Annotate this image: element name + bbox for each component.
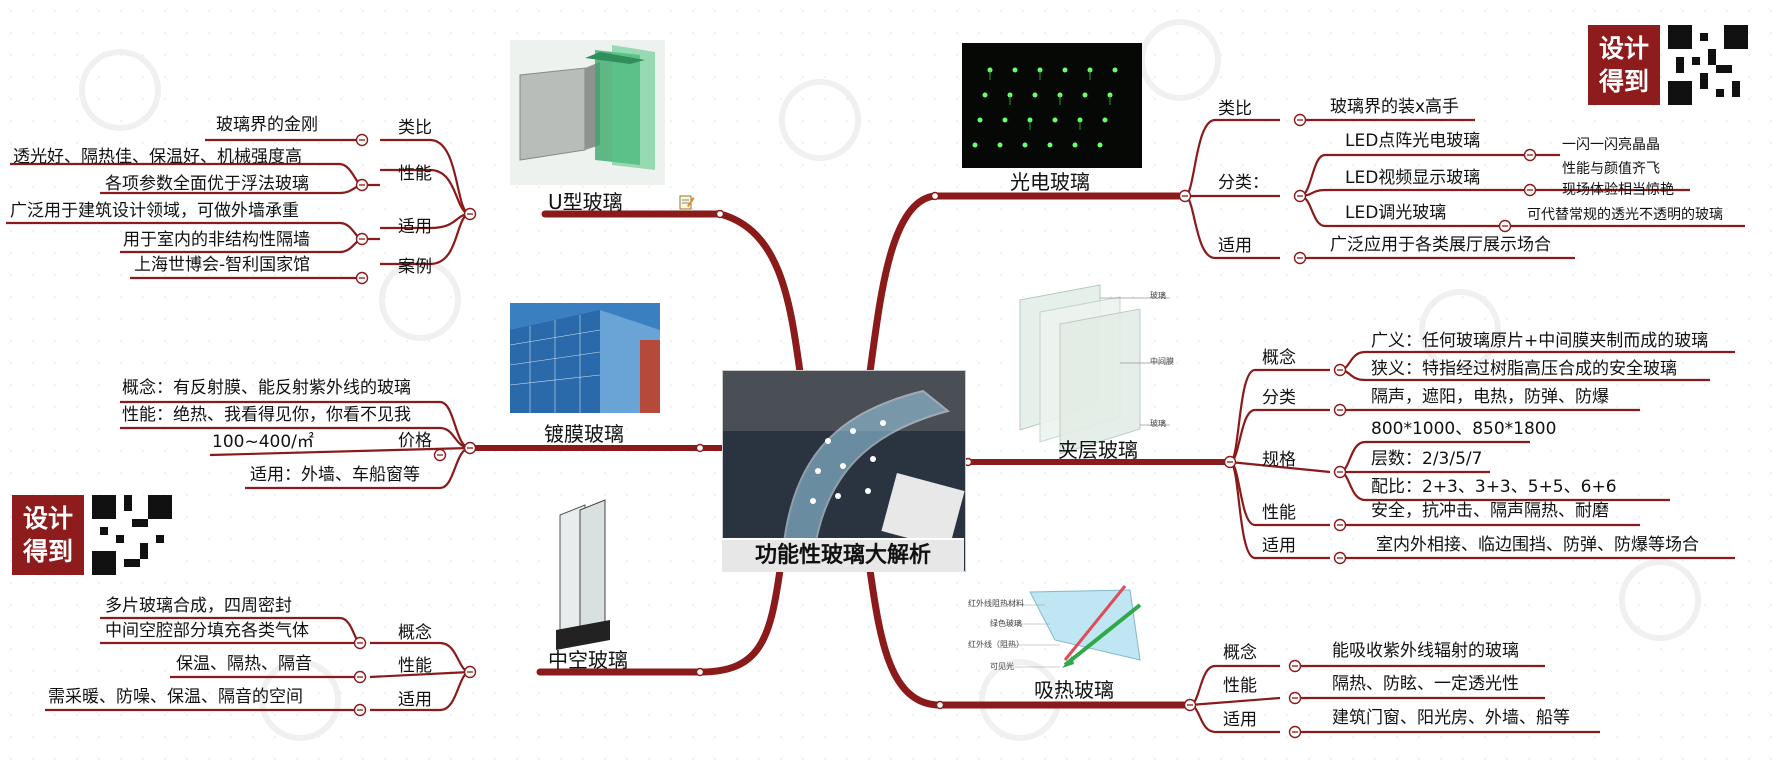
photo-class-3-note[interactable]: 可代替常规的透光不透明的玻璃 bbox=[1527, 207, 1723, 223]
brand-mark: 设计得到 bbox=[12, 495, 84, 575]
branch-photo bbox=[866, 192, 1184, 376]
diagram-label: 红外线阻热材料 bbox=[968, 599, 1024, 608]
topic-coated-glass[interactable]: 镀膜玻璃 bbox=[544, 422, 624, 446]
cat-class[interactable]: 分类 bbox=[1262, 388, 1296, 408]
cat-concept[interactable]: 概念 bbox=[398, 623, 432, 643]
qr-code-icon bbox=[92, 495, 172, 575]
hollow-use[interactable]: 需采暖、防噪、保温、隔音的空间 bbox=[48, 687, 303, 707]
diagram-label: 红外线（阻热） bbox=[968, 640, 1024, 649]
photo-analogy[interactable]: 玻璃界的装x高手 bbox=[1330, 97, 1460, 117]
photo-class-2-note-1[interactable]: 性能与颜值齐飞 bbox=[1562, 161, 1660, 177]
photo-class-3[interactable]: LED调光玻璃 bbox=[1345, 203, 1447, 223]
photo-class-2[interactable]: LED视频显示玻璃 bbox=[1345, 168, 1481, 188]
laminated-spec-1[interactable]: 800*1000、850*1800 bbox=[1371, 419, 1557, 439]
photo-class-1-note[interactable]: 一闪一闪亮晶晶 bbox=[1562, 137, 1660, 153]
laminated-concept-1[interactable]: 广义：任何玻璃原片+中间膜夹制而成的玻璃 bbox=[1371, 331, 1709, 351]
cat-analogy[interactable]: 类比 bbox=[1218, 99, 1252, 119]
hollow-concept-2[interactable]: 中间空腔部分填充各类气体 bbox=[105, 621, 309, 641]
cat-analogy[interactable]: 类比 bbox=[398, 118, 432, 138]
absorb-concept[interactable]: 能吸收紫外线辐射的玻璃 bbox=[1332, 641, 1519, 661]
diagram-label: 玻璃 bbox=[1150, 419, 1166, 428]
coated-price[interactable]: 100~400/㎡ bbox=[212, 432, 314, 452]
u-perf-2[interactable]: 各项参数全面优于浮法玻璃 bbox=[105, 174, 309, 194]
brand-text-1: 设计 bbox=[22, 504, 73, 533]
cat-case[interactable]: 案例 bbox=[398, 257, 432, 277]
topic-absorb-glass[interactable]: 吸热玻璃 bbox=[1034, 678, 1114, 702]
branch-u bbox=[541, 210, 804, 376]
center-title: 功能性玻璃大解析 bbox=[722, 538, 964, 572]
cat-class[interactable]: 分类： bbox=[1218, 173, 1269, 193]
cat-use[interactable]: 适用 bbox=[398, 690, 432, 710]
cat-use[interactable]: 适用 bbox=[1262, 536, 1296, 556]
laminated-spec-2[interactable]: 层数：2/3/5/7 bbox=[1371, 449, 1483, 469]
branch-absorb bbox=[866, 566, 1194, 709]
coated-perf[interactable]: 性能：绝热、我看得见你，你看不见我 bbox=[122, 405, 411, 425]
cat-use[interactable]: 适用 bbox=[1223, 710, 1257, 730]
cat-performance[interactable]: 性能 bbox=[398, 656, 432, 676]
cat-use[interactable]: 适用 bbox=[1218, 236, 1252, 256]
coated-use[interactable]: 适用：外墙、车船窗等 bbox=[250, 465, 420, 485]
u-use-2[interactable]: 用于室内的非结构性隔墙 bbox=[123, 230, 310, 250]
photo-glass-image bbox=[962, 43, 1142, 168]
diagram-label: 可见光 bbox=[990, 662, 1014, 671]
topic-photo-glass[interactable]: 光电玻璃 bbox=[1010, 170, 1090, 194]
brand-logo-left: 设计得到 bbox=[12, 495, 174, 575]
diagram-label: 玻璃 bbox=[1150, 291, 1166, 300]
absorb-perf[interactable]: 隔热、防眩、一定透光性 bbox=[1332, 674, 1519, 694]
qr-code-icon bbox=[1668, 25, 1748, 105]
laminated-perf[interactable]: 安全，抗冲击、隔声隔热、耐磨 bbox=[1371, 501, 1609, 521]
laminated-concept-2[interactable]: 狭义：特指经过树脂高压合成的安全玻璃 bbox=[1371, 359, 1677, 379]
laminated-glass-diagram bbox=[1019, 284, 1170, 455]
note-edit-icon[interactable] bbox=[679, 194, 695, 210]
photo-class-1[interactable]: LED点阵光电玻璃 bbox=[1345, 131, 1481, 151]
brand-text-2: 得到 bbox=[22, 537, 73, 566]
brand-logo-top-right: 设计得到 bbox=[1588, 25, 1750, 105]
laminated-class[interactable]: 隔声，遮阳，电热，防弹、防爆 bbox=[1371, 387, 1609, 407]
photo-use[interactable]: 广泛应用于各类展厅展示场合 bbox=[1330, 235, 1551, 255]
cat-performance[interactable]: 性能 bbox=[1262, 503, 1296, 523]
brand-text-1: 设计 bbox=[1598, 34, 1649, 63]
center-image bbox=[722, 370, 966, 572]
coated-glass-image bbox=[509, 303, 660, 413]
u-case-text[interactable]: 上海世博会-智利国家馆 bbox=[134, 255, 311, 275]
u-use-1[interactable]: 广泛用于建筑设计领域，可做外墙承重 bbox=[10, 201, 299, 221]
u-glass-image bbox=[510, 40, 665, 185]
laminated-use[interactable]: 室内外相接、临边围挡、防弹、防爆等场合 bbox=[1376, 535, 1699, 555]
hollow-perf[interactable]: 保温、隔热、隔音 bbox=[176, 654, 312, 674]
brand-text-2: 得到 bbox=[1598, 67, 1649, 96]
cat-performance[interactable]: 性能 bbox=[398, 164, 432, 184]
topic-u-glass[interactable]: U型玻璃 bbox=[548, 190, 623, 214]
cat-concept[interactable]: 概念 bbox=[1262, 348, 1296, 368]
absorb-glass-diagram bbox=[1005, 585, 1142, 668]
photo-class-2-note-2[interactable]: 现场体验相当惊艳 bbox=[1562, 182, 1674, 198]
coated-concept[interactable]: 概念：有反射膜、能反射紫外线的玻璃 bbox=[122, 378, 411, 398]
u-analogy-text[interactable]: 玻璃界的金刚 bbox=[216, 115, 318, 135]
topic-hollow-glass[interactable]: 中空玻璃 bbox=[548, 648, 628, 672]
u-perf-1[interactable]: 透光好、隔热佳、保温好、机械强度高 bbox=[13, 147, 302, 167]
cat-concept[interactable]: 概念 bbox=[1223, 643, 1257, 663]
hollow-concept-1[interactable]: 多片玻璃合成，四周密封 bbox=[105, 596, 292, 616]
topic-laminated-glass[interactable]: 夹层玻璃 bbox=[1058, 438, 1138, 462]
cat-use[interactable]: 适用 bbox=[398, 217, 432, 237]
hollow-glass-image bbox=[556, 499, 610, 650]
brand-mark: 设计得到 bbox=[1588, 25, 1660, 105]
cat-price[interactable]: 价格 bbox=[398, 431, 432, 451]
branch-hollow bbox=[536, 566, 784, 676]
laminated-spec-3[interactable]: 配比：2+3、3+3、5+5、6+6 bbox=[1371, 477, 1617, 497]
cat-performance[interactable]: 性能 bbox=[1223, 676, 1257, 696]
cat-spec[interactable]: 规格 bbox=[1262, 450, 1296, 470]
diagram-label: 中间膜 bbox=[1150, 357, 1174, 366]
absorb-use[interactable]: 建筑门窗、阳光房、外墙、船等 bbox=[1332, 708, 1570, 728]
diagram-label: 绿色玻璃 bbox=[990, 619, 1022, 628]
